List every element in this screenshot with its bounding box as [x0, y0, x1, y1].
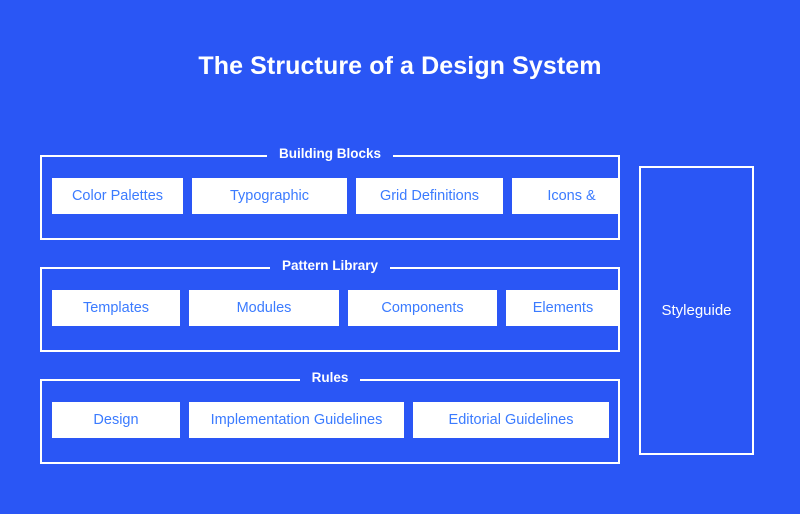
group-frame: Templates Modules Components Elements — [40, 267, 620, 352]
chip-templates[interactable]: Templates — [52, 290, 180, 326]
chip-editorial-guidelines[interactable]: Editorial Guidelines — [413, 402, 609, 438]
chip-design[interactable]: Design — [52, 402, 180, 438]
group-frame: Color Palettes Typographic Grid Definiti… — [40, 155, 620, 240]
group-rules: Design Implementation Guidelines Editori… — [40, 368, 620, 464]
chip-elements[interactable]: Elements — [506, 290, 618, 326]
chip-components[interactable]: Components — [348, 290, 497, 326]
chip-modules[interactable]: Modules — [189, 290, 339, 326]
page-title: The Structure of a Design System — [198, 52, 602, 80]
chip-icons[interactable]: Icons & — [512, 178, 618, 214]
chip-implementation-guidelines[interactable]: Implementation Guidelines — [189, 402, 404, 438]
group-building-blocks: Color Palettes Typographic Grid Definiti… — [40, 144, 620, 240]
chip-color-palettes[interactable]: Color Palettes — [52, 178, 183, 214]
group-frame: Design Implementation Guidelines Editori… — [40, 379, 620, 464]
group-items: Color Palettes Typographic Grid Definiti… — [52, 178, 618, 214]
group-pattern-library: Templates Modules Components Elements Pa… — [40, 256, 620, 352]
styleguide-panel[interactable]: Styleguide — [639, 166, 754, 455]
chip-grid-definitions[interactable]: Grid Definitions — [356, 178, 503, 214]
groups-column: Color Palettes Typographic Grid Definiti… — [40, 144, 620, 464]
styleguide-label: Styleguide — [661, 301, 732, 319]
chip-typographic[interactable]: Typographic — [192, 178, 347, 214]
group-items: Templates Modules Components Elements — [52, 290, 618, 326]
group-items: Design Implementation Guidelines Editori… — [52, 402, 618, 438]
